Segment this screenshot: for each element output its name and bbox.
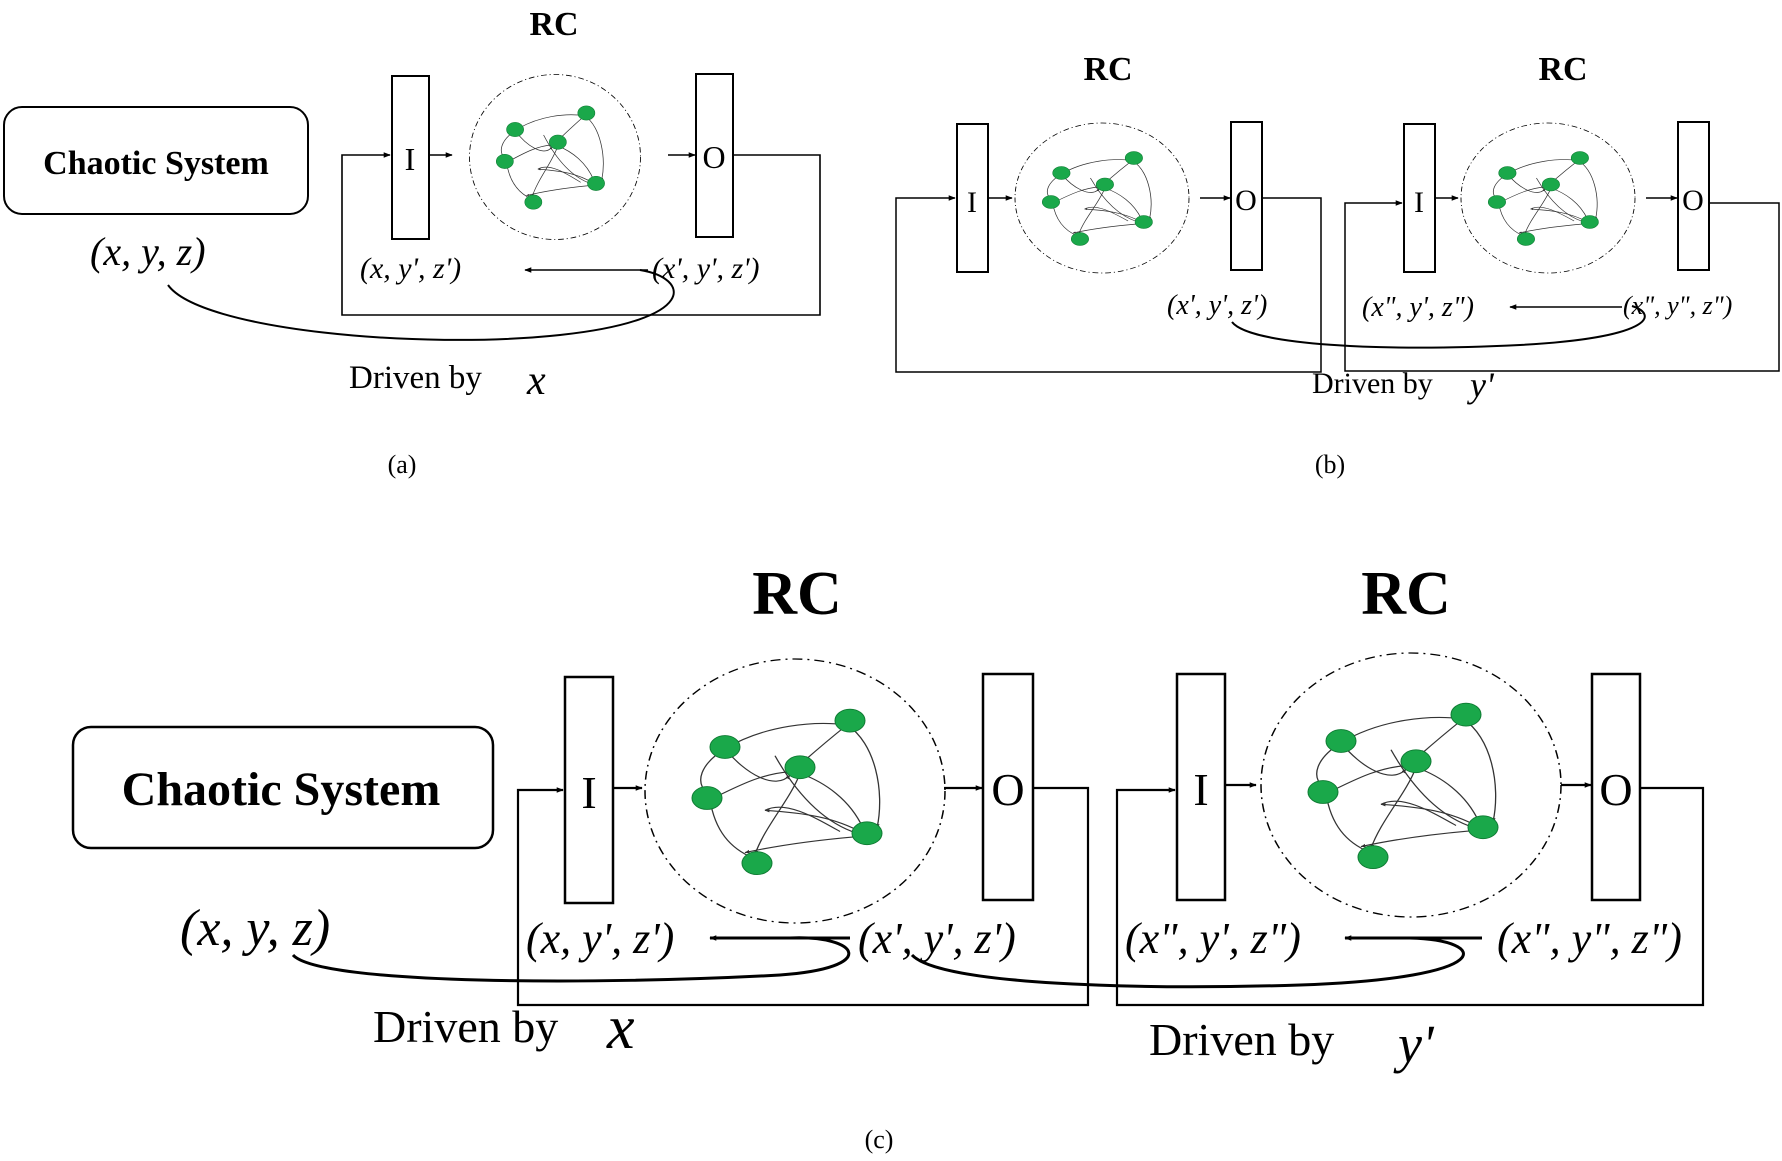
driven-by-label-c1: Driven by: [373, 1001, 558, 1052]
xyz-label-a: (x, y, z): [90, 229, 206, 274]
reservoir-network-b1: [1015, 123, 1189, 273]
input-label-b1: I: [967, 186, 977, 219]
xp-yp-zp-label-a: (x', y', z'): [652, 252, 760, 285]
xpp-ypp-zpp-label-b: (x", y", z"): [1623, 291, 1732, 320]
driven-var-b: y': [1467, 365, 1495, 405]
rc-title-c2: RC: [1361, 560, 1451, 628]
x-yp-zp-label-c: (x, y', z'): [526, 914, 674, 963]
driven-by-label-b: Driven by: [1312, 367, 1433, 400]
driven-var-c1: x: [606, 994, 635, 1062]
driven-var-a: x: [526, 358, 546, 404]
panel-a: RC Chaotic System I O (x, y, z) (x, y', …: [3, 6, 821, 479]
driven-by-label-a: Driven by: [349, 360, 482, 396]
rc-title-a: RC: [529, 6, 578, 43]
reservoir-network-c1: [645, 659, 945, 923]
caption-b: (b): [1315, 450, 1345, 479]
xpp-yp-zpp-label-b: (x", y', z"): [1362, 292, 1474, 323]
reservoir-network-c2: [1261, 653, 1561, 917]
output-layer-b1: [1230, 121, 1263, 271]
xpp-yp-zpp-label-c: (x", y', z"): [1125, 914, 1301, 963]
panel-c: RC RC Chaotic System I O I O (x, y, z): [71, 560, 1705, 1154]
rc-title-b2: RC: [1538, 51, 1587, 88]
caption-a: (a): [388, 450, 417, 479]
input-layer-c2: [1175, 672, 1227, 902]
output-layer-b2: [1677, 121, 1710, 271]
input-label-c2: I: [1193, 764, 1208, 815]
chaotic-system-box-a: [3, 106, 309, 215]
output-label-c2: O: [1599, 764, 1632, 815]
caption-c: (c): [865, 1125, 894, 1154]
input-layer-a: [391, 75, 430, 240]
chaotic-system-label-a: Chaotic System: [43, 145, 269, 182]
xpp-ypp-zpp-label-c: (x", y", z"): [1497, 914, 1682, 963]
output-label-c1: O: [991, 764, 1024, 815]
chaotic-system-box-c: [71, 725, 495, 850]
rc-title-b1: RC: [1083, 51, 1132, 88]
xyz-label-c: (x, y, z): [180, 900, 330, 957]
input-label-b2: I: [1414, 186, 1424, 219]
output-label-b2: O: [1682, 184, 1704, 217]
chaotic-system-label-c: Chaotic System: [122, 763, 441, 816]
xp-yp-zp-label-b: (x', y', z'): [1167, 290, 1267, 321]
input-layer-c1: [563, 675, 615, 905]
x-yp-zp-label-a: (x, y', z'): [360, 252, 461, 285]
input-label-a: I: [405, 141, 416, 177]
reservoir-network-b2: [1461, 123, 1635, 273]
rc-title-c1: RC: [752, 560, 842, 628]
input-label-c1: I: [581, 767, 596, 818]
output-label-b1: O: [1235, 184, 1257, 217]
xp-yp-zp-label-c: (x', y', z'): [858, 914, 1016, 963]
panel-b: RC RC I O I O (x', y', z') (x", y', z") …: [895, 51, 1780, 479]
reservoir-network-a: [470, 75, 641, 240]
output-label-a: O: [702, 139, 725, 175]
driven-var-c2: y': [1393, 1014, 1435, 1074]
driven-by-label-c2: Driven by: [1149, 1014, 1334, 1065]
